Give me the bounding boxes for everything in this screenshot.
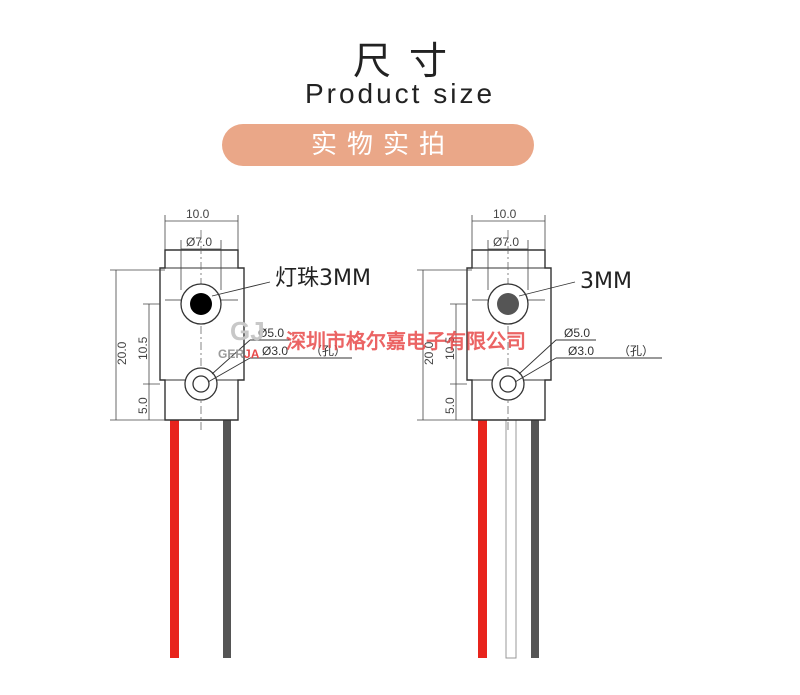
left-product: 10.0 Ø7.0 20.0 10.5 5.0 灯珠3MM Ø5.0 Ø3.0 …	[110, 207, 371, 658]
right-dim-lower: 5.0	[443, 397, 457, 414]
left-gray-wire	[223, 420, 231, 658]
right-dim-upper: 10.5	[443, 336, 457, 360]
right-led-callout: 3MM	[580, 269, 632, 294]
section-tab[interactable]: 实物实拍	[222, 124, 534, 166]
right-led	[497, 293, 519, 315]
left-hole-note: （孔）	[310, 344, 346, 358]
left-red-wire	[170, 420, 179, 658]
left-hole-inner-label: Ø3.0	[262, 344, 288, 358]
left-hole-outer-label: Ø5.0	[258, 326, 284, 340]
page-title: 尺寸	[352, 39, 465, 83]
right-dim-width: 10.0	[493, 207, 517, 221]
watermark: GJ GERJA 深圳市格尔嘉电子有限公司	[218, 316, 526, 361]
left-dim-width: 10.0	[186, 207, 210, 221]
left-led-callout: 灯珠3MM	[275, 266, 371, 291]
left-hole-inner	[192, 375, 210, 393]
right-gray-wire	[531, 420, 539, 658]
right-product: 10.0 Ø7.0 20.0 10.5 5.0 3MM Ø5.0 Ø3.0 （孔…	[417, 207, 662, 659]
right-dim-height: 20.0	[422, 341, 436, 365]
page-subtitle: Product size	[304, 78, 496, 109]
watermark-logo-text: GERJA	[218, 347, 260, 361]
right-white-wire	[505, 419, 517, 659]
right-hole-note: （孔）	[618, 344, 654, 358]
left-dim-lower: 5.0	[136, 397, 150, 414]
left-led	[190, 293, 212, 315]
watermark-company: 深圳市格尔嘉电子有限公司	[286, 329, 526, 353]
right-red-wire	[478, 420, 487, 658]
right-dim-led: Ø7.0	[493, 235, 519, 249]
watermark-logo-mark: GJ	[230, 316, 265, 346]
right-hole-inner-label: Ø3.0	[568, 344, 594, 358]
left-dim-height: 20.0	[115, 341, 129, 365]
right-hole-outer-label: Ø5.0	[564, 326, 590, 340]
left-dim-led: Ø7.0	[186, 235, 212, 249]
left-dim-upper: 10.5	[136, 336, 150, 360]
right-hole-inner	[499, 375, 517, 393]
